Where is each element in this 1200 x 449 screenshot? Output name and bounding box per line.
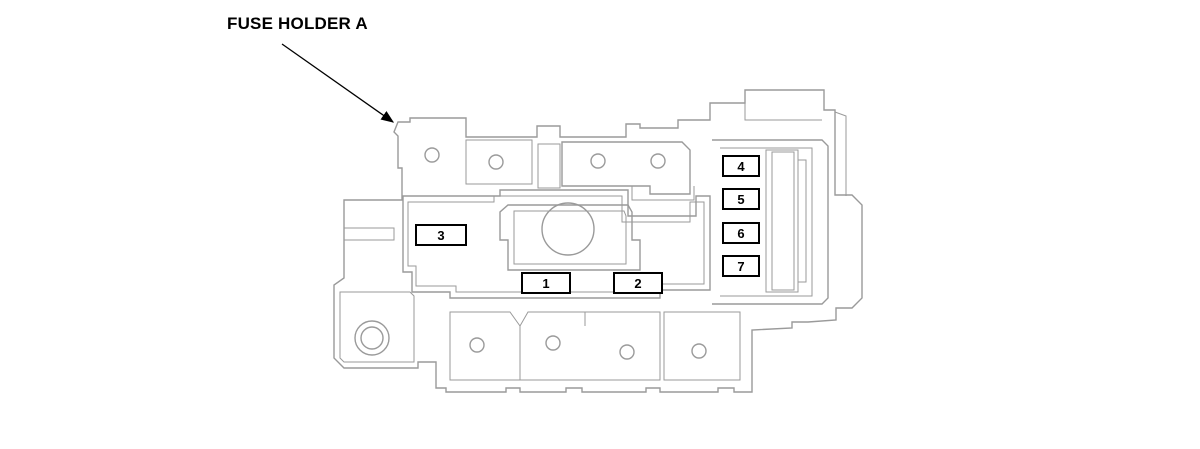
fuse-holder-label: FUSE HOLDER A xyxy=(227,14,368,33)
mount-bolt xyxy=(354,320,390,356)
mount-hole xyxy=(488,154,504,170)
mount-hole xyxy=(650,153,666,169)
fuse-6[interactable]: 6 xyxy=(722,222,760,244)
mount-hole xyxy=(545,335,561,351)
fuse-4[interactable]: 4 xyxy=(722,155,760,177)
fuse-7-label: 7 xyxy=(737,259,744,274)
fuse-3[interactable]: 3 xyxy=(415,224,467,246)
fuse-2[interactable]: 2 xyxy=(613,272,663,294)
fuse-5-label: 5 xyxy=(737,192,744,207)
mount-hole xyxy=(424,147,440,163)
fuse-3-label: 3 xyxy=(437,228,444,243)
fuse-7[interactable]: 7 xyxy=(722,255,760,277)
connector-frame xyxy=(712,139,829,305)
fuse-2-label: 2 xyxy=(634,276,641,291)
fuse-6-label: 6 xyxy=(737,226,744,241)
inner-tray xyxy=(402,189,711,299)
fuse-1[interactable]: 1 xyxy=(521,272,571,294)
fuse-5[interactable]: 5 xyxy=(722,188,760,210)
housing-outline xyxy=(333,89,863,393)
center-stud xyxy=(541,202,595,256)
mount-hole xyxy=(590,153,606,169)
fuse-4-label: 4 xyxy=(737,159,745,174)
mount-hole xyxy=(619,344,635,360)
mount-hole xyxy=(691,343,707,359)
leader-arrow xyxy=(281,43,395,123)
fuse-1-label: 1 xyxy=(542,276,549,291)
mount-hole xyxy=(469,337,485,353)
